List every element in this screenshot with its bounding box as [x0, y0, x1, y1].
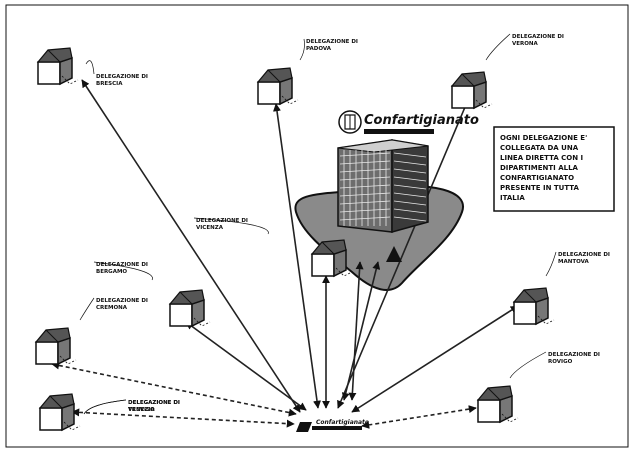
link-d7: [51, 361, 297, 417]
delegation-label-line: VICENZA: [196, 225, 224, 231]
house-icon: [34, 327, 77, 366]
delegation-label-line: DELEGAZIONE DI: [96, 262, 148, 268]
leader-line: [509, 351, 547, 379]
leader-line: [85, 60, 95, 75]
leader-line: [193, 217, 269, 235]
delegation-houses: [34, 47, 555, 432]
leader-line: [545, 251, 557, 277]
leader-line: [93, 261, 153, 281]
house-icon: [36, 47, 79, 86]
link-hq-b: [341, 261, 381, 401]
delegation-label-line: PADOVA: [306, 46, 332, 52]
leader-line: [299, 38, 305, 61]
dashed-connection-lines: [51, 361, 477, 429]
info-line: LINEA DIRETTA CON I: [500, 154, 583, 162]
delegation-label-line: CREMONA: [96, 305, 128, 311]
info-line: OGNI DELEGAZIONE E': [500, 134, 587, 142]
delegation-label-line: DELEGAZIONE DI: [306, 39, 358, 45]
emblem-icon: [338, 110, 362, 134]
delegation-label-line: MANTOVA: [558, 259, 589, 265]
delegation-label-line: DELEGAZIONE DI: [558, 252, 610, 258]
leader-line: [83, 399, 127, 415]
logo-name: Confartigianato: [364, 113, 479, 128]
link-d3: [273, 103, 321, 409]
link-hq-a: [348, 261, 364, 401]
info-line: ITALIA: [500, 194, 525, 202]
link-d6: [185, 321, 307, 411]
delegation-label-line: DELEGAZIONE DI: [512, 34, 564, 40]
delegation-label-line: BRESCIA: [96, 81, 123, 87]
delegation-label-line: VERONA: [512, 41, 539, 47]
diagram-border: [5, 4, 629, 448]
hub-label: Confartigianato: [316, 419, 369, 426]
building-icon: [337, 139, 429, 233]
house-icon: [476, 385, 519, 424]
delegation-label-line: DELEGAZIONE DI: [96, 74, 148, 80]
house-icon: [450, 71, 493, 110]
hub-logo-icon: Confartigianato: [296, 419, 369, 432]
link-d1: [81, 79, 301, 413]
connection-lines: [81, 79, 519, 413]
link-d10: [71, 408, 295, 428]
link-d9: [361, 405, 477, 429]
leader-line: [485, 33, 511, 61]
info-box: OGNI DELEGAZIONE E' COLLEGATA DA UNA LINEA…: [493, 126, 615, 212]
info-text: OGNI DELEGAZIONE E' COLLEGATA DA UNA LINEA…: [500, 134, 587, 202]
delegation-label-line: DELEGAZIONE DI: [196, 218, 248, 224]
leader-line: [83, 399, 127, 415]
info-line: COLLEGATA DA UNA: [500, 144, 579, 152]
delegation-label-line: BERGAMO: [96, 269, 127, 275]
house-icon: [38, 393, 81, 432]
delegation-label-line: DELEGAZIONE DI: [128, 400, 180, 406]
logo: Confartigianato: [338, 110, 479, 134]
delegation-label-line: DELEGAZIONE DI: [128, 400, 180, 406]
label-leader-lines: [79, 33, 557, 415]
house-icon: [310, 239, 353, 278]
info-line: PRESENTE IN TUTTA: [500, 184, 580, 192]
delegation-label-line: TREVISO: [128, 407, 155, 413]
house-icon: [168, 289, 211, 328]
delegation-label-line: ROVIGO: [548, 359, 573, 365]
hq-arrow-head: [386, 246, 402, 262]
info-line: DIPARTIMENTI ALLA: [500, 164, 579, 172]
delegation-label-line: VENEZIA: [128, 407, 155, 413]
house-icon: [256, 67, 299, 106]
info-line: CONFARTIGIANATO: [500, 174, 574, 182]
logo-underline: [364, 129, 434, 134]
delegation-label-line: DELEGAZIONE DI: [96, 298, 148, 304]
delegation-label-line: DELEGAZIONE DI: [548, 352, 600, 358]
house-icon: [512, 287, 555, 326]
leader-line: [79, 297, 95, 321]
